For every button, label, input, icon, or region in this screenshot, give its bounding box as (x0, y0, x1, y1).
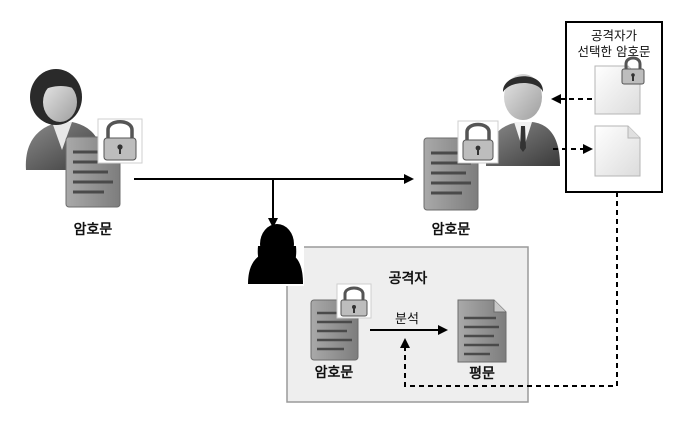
plaintext-document-icon (457, 299, 507, 363)
attacker-ciphertext-label: 암호문 (315, 364, 354, 381)
receiver-ciphertext-label: 암호문 (432, 221, 471, 238)
man-user-icon (486, 74, 560, 166)
chosen-ciphertext-title-line1: 공격자가 (591, 28, 638, 43)
attacker-silhouette-icon (246, 224, 304, 286)
padlock-icon (97, 118, 143, 164)
padlock-icon (336, 283, 372, 319)
padlock-icon (457, 120, 499, 164)
attacker-title: 공격자 (389, 270, 428, 287)
chosen-ciphertext-title-line2: 선택한 암호문 (578, 44, 651, 59)
feedback-dashed-path (400, 192, 618, 387)
plaintext-label: 평문 (469, 365, 495, 382)
sender-ciphertext-label: 암호문 (74, 221, 113, 238)
padlock-icon (621, 56, 645, 85)
analysis-label: 분석 (395, 312, 419, 327)
document-icon (594, 125, 641, 177)
